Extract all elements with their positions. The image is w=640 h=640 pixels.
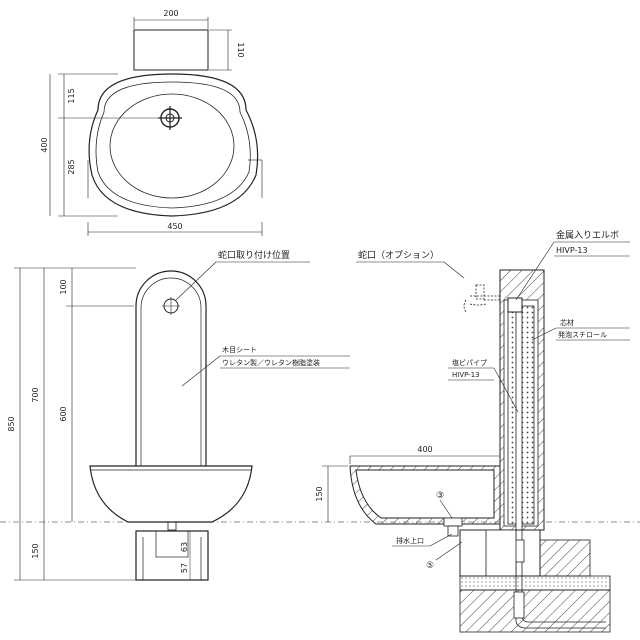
- top-box-view: 200 110: [133, 9, 245, 71]
- section-bowl: [349, 465, 501, 525]
- core-label: 芯材: [560, 318, 574, 327]
- faucet-option-label: 蛇口（オプション）: [358, 249, 439, 261]
- pvc-pipe-sub: HIVP-13: [452, 371, 480, 379]
- core-sub: 発泡スチロール: [558, 330, 607, 339]
- section-view: 400 150 蛇口（オプション） 金属入りエルボ HIVP-13 芯材 発泡ス…: [315, 229, 630, 633]
- pvc-pipe-label: 塩ビパイプ: [452, 358, 487, 367]
- metal-elbow-sub: HIVP-13: [556, 246, 588, 255]
- front-view: 850 700 150 100 600 63 57 蛇口取り付け位置 木目シート…: [0, 249, 640, 581]
- callout-5: ⑤: [426, 561, 434, 571]
- front-dim-100: 100: [59, 279, 68, 294]
- plan-view: 115 285 400 450: [40, 73, 263, 236]
- plan-dim-285: 285: [67, 159, 76, 174]
- plan-dim-450: 450: [167, 222, 182, 231]
- front-dim-850: 850: [7, 416, 16, 431]
- front-base: [135, 530, 209, 581]
- front-dim-57: 57: [180, 563, 189, 573]
- metal-elbow-label: 金属入りエルボ: [556, 229, 619, 241]
- front-column: [135, 270, 207, 470]
- section-metal-elbow: [507, 297, 523, 313]
- front-dim-150: 150: [31, 543, 40, 558]
- bowl-rim-inner: [95, 81, 251, 209]
- front-dim-700: 700: [31, 387, 40, 402]
- front-dim-63: 63: [180, 542, 189, 552]
- section-footing: [459, 575, 611, 591]
- plan-dim-400: 400: [40, 137, 49, 152]
- section-dim-400: 400: [417, 445, 432, 454]
- woodgrain-sheet-label: 木目シート: [222, 345, 257, 354]
- front-dim-600: 600: [59, 406, 68, 421]
- top-box-width-dim: 200: [163, 9, 178, 18]
- woodgrain-sheet-sub: ウレタン製／ウレタン樹脂塗装: [222, 358, 320, 367]
- bowl-outer-outline: [88, 73, 259, 217]
- section-faucet-option: [463, 284, 500, 313]
- top-box-outline: [133, 29, 209, 71]
- section-pvc-pipe: [515, 309, 523, 617]
- plan-dim-115: 115: [67, 88, 76, 103]
- top-box-height-dim: 110: [236, 42, 245, 57]
- faucet-position-label: 蛇口取り付け位置: [218, 249, 290, 261]
- section-dim-150: 150: [315, 486, 324, 501]
- drain-label: 排水上口: [396, 536, 424, 545]
- bowl-basin: [109, 93, 235, 199]
- section-ground: [459, 589, 611, 633]
- front-bowl: [89, 465, 253, 523]
- callout-3: ③: [436, 491, 444, 501]
